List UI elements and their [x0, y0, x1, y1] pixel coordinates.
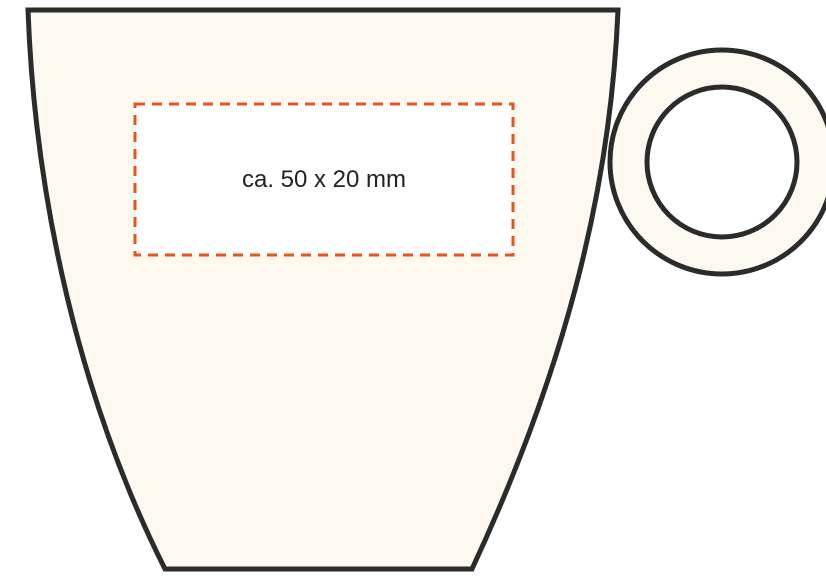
cup-handle-hole: [644, 84, 800, 240]
cup-body: [25, 7, 621, 572]
print-area-label: ca. 50 x 20 mm: [242, 166, 406, 193]
print-area-box: [133, 102, 515, 257]
